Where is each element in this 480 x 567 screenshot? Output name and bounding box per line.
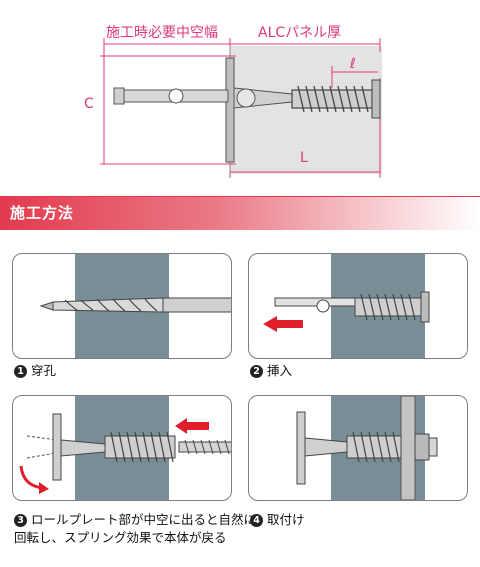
- dimension-diagram: 施工時必要中空幅 ALCパネル厚 C L ℓ: [0, 0, 480, 192]
- dimension-c-label: C: [84, 96, 94, 112]
- section-title: 施工方法: [10, 204, 75, 222]
- step1-caption: 1 穿孔: [14, 362, 56, 380]
- alc-thickness-label: ALCパネル厚: [258, 25, 342, 41]
- step2-caption: 2 挿入: [250, 362, 292, 380]
- step3-panel: [12, 395, 232, 501]
- step2-number: 2: [250, 365, 263, 378]
- section-header-band: [0, 195, 480, 230]
- insert-arrow: [263, 316, 303, 332]
- step4-text: 取付け: [267, 512, 305, 527]
- dimension-l-label: L: [300, 150, 308, 166]
- step4-caption: 4 取付け: [250, 511, 305, 529]
- step3-text-line1: ロールプレート部が中空に出ると自然に: [31, 512, 257, 527]
- step1-number: 1: [14, 365, 27, 378]
- step4-panel: [248, 395, 468, 501]
- hollow-width-label: 施工時必要中空幅: [106, 25, 218, 41]
- step3-text-line2: 回転し、スプリング効果で本体が戻る: [14, 530, 227, 545]
- step3-number: 3: [14, 514, 27, 527]
- fixture-plate: [400, 396, 416, 500]
- step4-number: 4: [250, 514, 263, 527]
- anchor-dimension-drawing: [100, 38, 382, 178]
- step1-text: 穿孔: [31, 363, 57, 378]
- step2-text: 挿入: [267, 363, 293, 378]
- bolt-head: [414, 433, 430, 461]
- push-arrow: [175, 418, 209, 434]
- dimension-ell-label: ℓ: [350, 56, 356, 72]
- step3-caption: 3 ロールプレート部が中空に出ると自然に 回転し、スプリング効果で本体が戻る: [14, 511, 256, 547]
- step1-panel: [12, 253, 232, 359]
- step2-panel: [248, 253, 468, 359]
